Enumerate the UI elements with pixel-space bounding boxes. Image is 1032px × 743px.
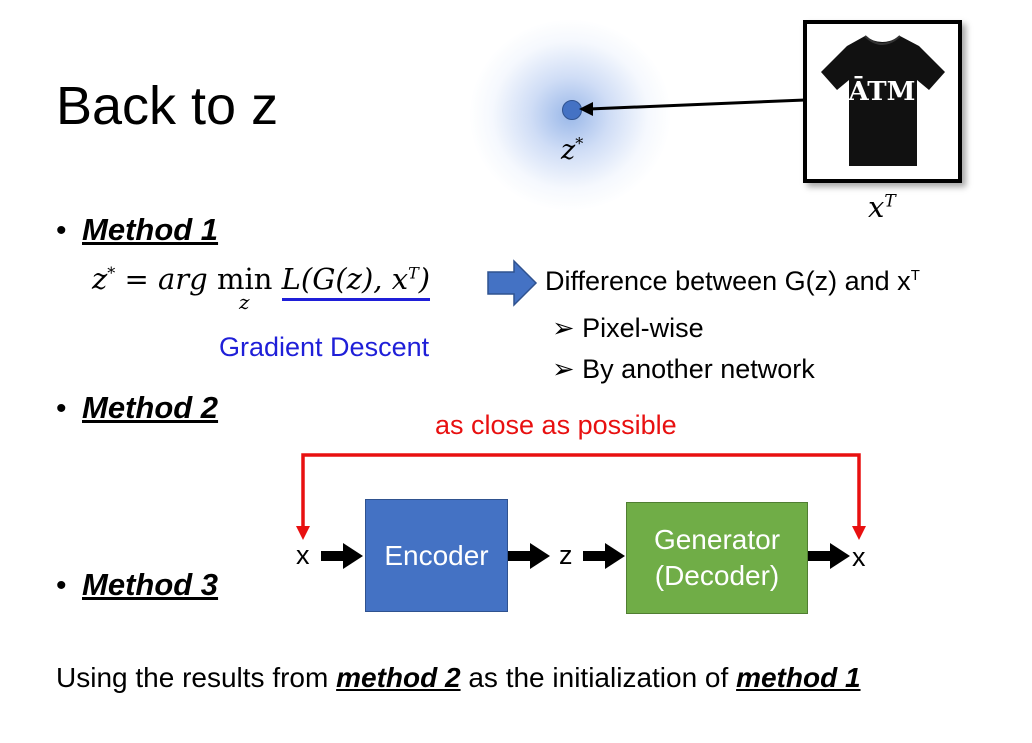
- method-1-label: Method 1: [82, 212, 219, 247]
- arrow-z-to-generator: [583, 543, 625, 569]
- arrow-x-to-encoder: [321, 543, 363, 569]
- x-output-label: x: [852, 542, 866, 572]
- method-2-label: Method 2: [82, 390, 219, 425]
- target-image-frame: ĀTM: [803, 20, 962, 183]
- sub-bullet-text: Pixel-wise: [582, 313, 704, 343]
- z-label: z: [559, 540, 573, 570]
- difference-sup: T: [910, 267, 920, 284]
- encoder-box: Encoder: [365, 499, 508, 612]
- tshirt-image: ĀTM: [821, 35, 945, 166]
- shirt-to-z-arrow: [579, 98, 806, 116]
- x-target-label: xT: [868, 190, 896, 224]
- gradient-descent-label: Gradient Descent: [219, 332, 430, 362]
- sub-bullet-text: By another network: [582, 354, 815, 384]
- decoder-label: (Decoder): [654, 560, 780, 591]
- generator-label: Generator: [653, 524, 781, 555]
- encoder-label: Encoder: [384, 539, 489, 571]
- loss-term: L(G(z), xT): [281, 262, 431, 301]
- difference-main: Difference between G(z) and x: [545, 266, 911, 296]
- sub-bullet-another-network: ➢ By another network: [552, 354, 815, 384]
- bottom-sentence: Using the results from method 2 as the i…: [56, 662, 861, 694]
- bullet-method-3: •Method 3: [56, 567, 219, 602]
- close-as-possible-label: as close as possible: [435, 410, 677, 440]
- bullet-method-1: •Method 1: [56, 212, 219, 247]
- x-input-label: x: [296, 540, 310, 570]
- arrow-encoder-to-z: [508, 543, 550, 569]
- shirt-logo: ĀTM: [848, 76, 916, 107]
- sub-bullet-pixel-wise: ➢ Pixel-wise: [552, 313, 704, 343]
- bottom-method-1: method 1: [736, 662, 861, 693]
- red-bracket-arrow: [296, 453, 866, 540]
- bullet-method-2: •Method 2: [56, 390, 219, 425]
- bottom-text-mid: as the initialization of: [460, 662, 737, 693]
- generator-box: Generator (Decoder): [626, 502, 808, 614]
- method-3-label: Method 3: [82, 567, 219, 602]
- z-star-label: z*: [561, 134, 584, 166]
- slide-title: Back to z: [56, 76, 279, 136]
- bottom-method-2: method 2: [336, 662, 461, 693]
- difference-text: Difference between G(z) and xT: [545, 266, 920, 297]
- bottom-text-pre: Using the results from: [56, 662, 337, 693]
- arrow-generator-to-x: [808, 543, 850, 569]
- blue-right-arrow-icon: [487, 259, 538, 307]
